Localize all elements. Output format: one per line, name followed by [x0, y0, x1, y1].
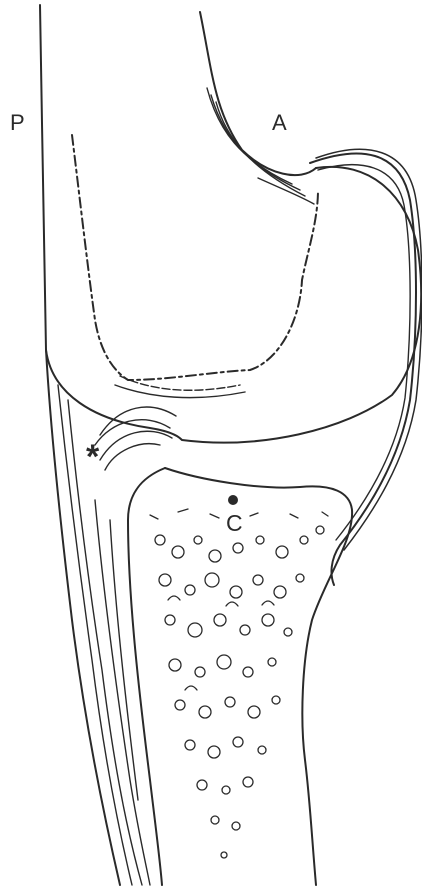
- femoral-condyle-outline: [40, 5, 421, 443]
- asterisk-label: *: [86, 446, 99, 468]
- joint-capsule-anterior: [310, 153, 416, 585]
- physis-line: [72, 135, 318, 380]
- femur-anterior-cortex: [200, 12, 316, 175]
- anterior-label: A: [272, 112, 287, 134]
- trabecular-bone: [150, 509, 328, 858]
- center-label: C: [226, 512, 243, 534]
- center-point: [229, 496, 237, 504]
- posterior-label: P: [10, 112, 25, 134]
